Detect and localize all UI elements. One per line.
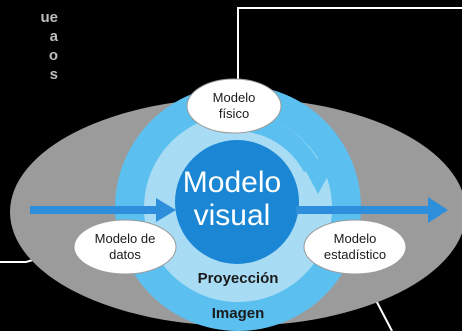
- node-modelo-datos-bubble: [73, 219, 177, 275]
- cropped-side-text: ue a o s: [0, 8, 58, 84]
- cycle-arrowhead-icon: [300, 158, 338, 194]
- callout-line-top: [237, 7, 462, 90]
- cropped-text-line-3: o: [48, 47, 58, 64]
- ring-label-imagen: Imagen: [211, 305, 265, 322]
- cropped-text-line-4: s: [49, 66, 58, 83]
- input-arrow-shaft: [30, 206, 158, 214]
- node-modelo-fisico-bubble: [186, 78, 282, 134]
- node-modelo-fisico: Modelo físico: [192, 90, 276, 122]
- node-modelo-datos-line-2: datos: [109, 247, 141, 262]
- output-arrow-shaft: [296, 206, 430, 214]
- node-modelo-estadistico-bubble: [303, 219, 407, 275]
- node-modelo-fisico-line-2: físico: [218, 106, 250, 121]
- node-modelo-estadistico: Modelo estadístico: [306, 231, 404, 263]
- node-modelo-estadistico-line-1: Modelo: [333, 231, 377, 246]
- output-arrowhead-icon: [428, 197, 448, 223]
- node-modelo-datos-line-1: Modelo de: [94, 231, 156, 246]
- core-label-line-2: visual: [193, 199, 271, 232]
- node-modelo-datos: Modelo de datos: [78, 231, 172, 263]
- core-label-line-1: Modelo: [182, 166, 282, 199]
- core-label: Modelo visual: [168, 166, 296, 232]
- node-modelo-fisico-line-1: Modelo: [212, 90, 256, 105]
- cropped-text-line-1: ue: [40, 9, 58, 26]
- core-circle: [175, 140, 299, 264]
- ring-label-proyeccion: Proyección: [197, 270, 279, 287]
- node-modelo-estadistico-line-2: estadístico: [323, 247, 387, 262]
- cropped-text-line-2: a: [49, 28, 58, 45]
- input-arrowhead-icon: [156, 198, 176, 222]
